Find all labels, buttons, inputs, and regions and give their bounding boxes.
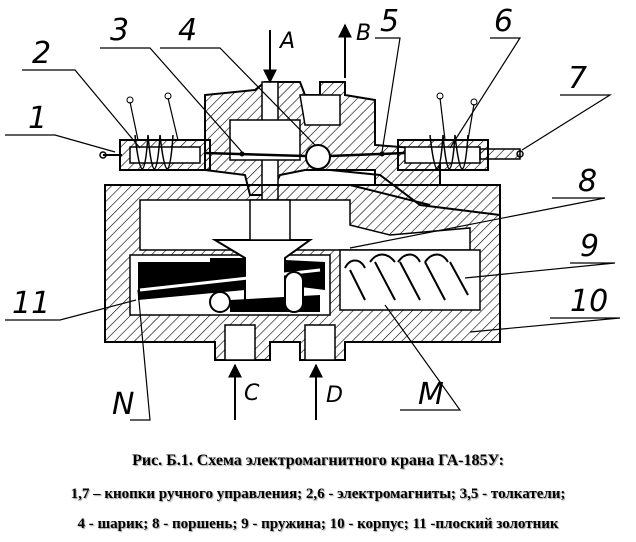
port-C: C xyxy=(244,381,260,406)
ball xyxy=(305,144,331,170)
callout-6: 6 xyxy=(494,4,513,39)
callout-5: 5 xyxy=(380,4,399,39)
flat-spool xyxy=(138,258,325,313)
callout-9: 9 xyxy=(580,229,599,264)
left-electromagnet xyxy=(119,92,211,171)
callout-10: 10 xyxy=(570,284,608,319)
figure-caption-title: Рис. Б.1. Схема электромагнитного крана … xyxy=(132,452,504,469)
port-A: A xyxy=(278,29,295,54)
port-arrows xyxy=(228,23,352,420)
callout-M: M xyxy=(418,377,444,412)
valve-diagram: 1 2 3 4 5 6 7 8 9 10 11 N M A B C D xyxy=(5,4,621,422)
figure-caption-legend-line-1: 1,7 – кнопки ручного управления; 2,6 - э… xyxy=(70,486,566,502)
callout-7: 7 xyxy=(568,61,587,96)
right-electromagnet xyxy=(397,92,489,171)
callout-N: N xyxy=(112,387,134,422)
pushrods xyxy=(204,151,406,158)
leader-lines xyxy=(5,37,621,421)
callout-4: 4 xyxy=(178,13,197,48)
figure-caption-legend-line-2: 4 - шарик; 8 - поршень; 9 - пружина; 10 … xyxy=(77,516,559,532)
callout-11: 11 xyxy=(12,286,50,321)
callout-3: 3 xyxy=(110,13,129,48)
spring xyxy=(344,253,469,301)
callout-1: 1 xyxy=(28,101,47,136)
port-D: D xyxy=(326,383,343,408)
manual-button-left xyxy=(99,151,122,159)
callout-2: 2 xyxy=(32,36,51,71)
callout-8: 8 xyxy=(578,164,597,199)
manual-button-right xyxy=(479,148,524,160)
port-B: B xyxy=(356,21,371,46)
